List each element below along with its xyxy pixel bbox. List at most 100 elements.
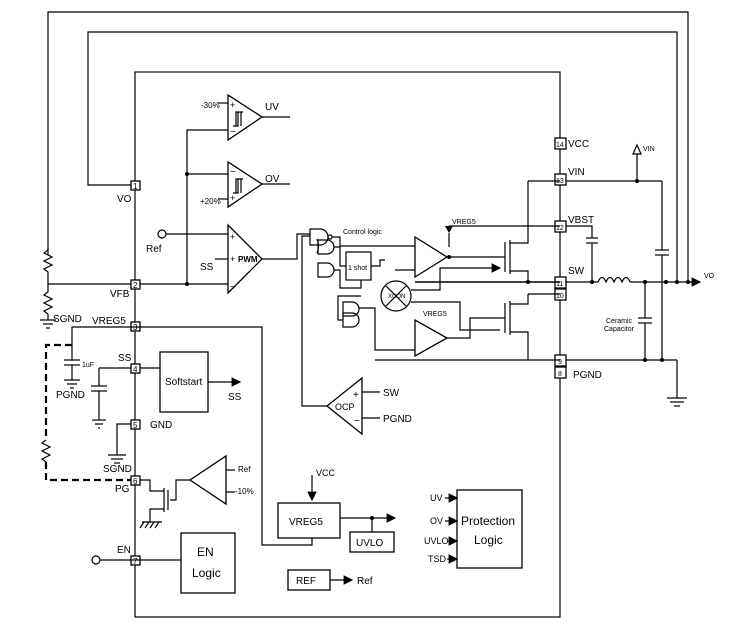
- ov-label: OV: [265, 174, 280, 185]
- softstart-out-label: SS: [228, 392, 242, 403]
- pin-14: 14: [554, 137, 567, 150]
- svg-text:12: 12: [556, 225, 564, 232]
- pin-label-gnd: GND: [150, 420, 172, 431]
- protection-line1: Protection: [461, 514, 515, 528]
- svg-text:10: 10: [556, 293, 564, 300]
- ceramic-label-2: Capacitor: [604, 326, 635, 333]
- control-logic-label: Control logic: [343, 229, 382, 236]
- pgnd-ground-right: [667, 397, 687, 407]
- svg-text:+: +: [230, 193, 235, 203]
- vreg5-tag-high: VREG5: [452, 219, 476, 226]
- protection-input-ov: OV: [430, 516, 443, 526]
- pg-pullup-wire: [44, 343, 72, 440]
- pin-2: 2: [130, 279, 141, 290]
- vreg5-capacitor: [64, 359, 80, 366]
- ref-out-label: Ref: [357, 576, 373, 587]
- low-side-driver: [414, 318, 449, 358]
- svg-text:9: 9: [558, 359, 562, 366]
- pin-label-vcc: VCC: [568, 139, 589, 150]
- pin-label-vo: VO: [117, 194, 132, 205]
- sgnd-ground-1: [40, 319, 56, 329]
- cap-1uf-label: 1uF: [82, 362, 94, 369]
- svg-text:11: 11: [556, 281, 563, 288]
- pin-label-vreg5: VREG5: [92, 316, 126, 327]
- ocp-pgnd-label: PGND: [383, 414, 412, 425]
- vreg5-tag-low: VREG5: [423, 311, 447, 318]
- pg-open-drain: [139, 479, 169, 529]
- ocp-sw-label: SW: [383, 388, 400, 399]
- ocp-label: OCP: [335, 402, 355, 412]
- uvlo-label: UVLO: [356, 538, 383, 549]
- ss-cap-ground: [92, 419, 106, 429]
- pin-label-vfb: VFB: [110, 289, 130, 300]
- ss-capacitor: [91, 385, 107, 392]
- svg-text:8: 8: [558, 371, 562, 378]
- sgnd-label-1: SGND: [53, 314, 82, 325]
- vreg5-vcc-label: VCC: [316, 468, 336, 478]
- vo-sense-wire-inner: [87, 31, 678, 283]
- pin-label-ss: SS: [118, 353, 132, 364]
- pg-pullup-resistor: [40, 439, 52, 463]
- vreg5-block: [277, 502, 341, 539]
- low-side-mosfet: [500, 294, 529, 360]
- pin-label-vin: VIN: [568, 167, 585, 178]
- pg-offset-label: -10%: [235, 487, 254, 496]
- input-capacitor: [655, 249, 669, 256]
- pin-1: 1: [130, 180, 141, 191]
- ocp-comparator: [325, 376, 363, 436]
- pwm-ref-label: Ref: [146, 244, 162, 255]
- protection-logic-block: [456, 489, 523, 569]
- pg-comparator: [188, 454, 227, 506]
- svg-text:5: 5: [133, 421, 138, 430]
- ceramic-label-1: Ceramic: [606, 318, 633, 325]
- vin-ext-label: VIN: [643, 146, 655, 153]
- high-side-driver: [414, 235, 449, 279]
- xcon-block: [380, 280, 412, 312]
- pin-4: 4: [130, 363, 141, 374]
- svg-text:7: 7: [133, 557, 138, 566]
- en-input-node: [91, 555, 101, 565]
- vin-terminal: [632, 143, 642, 181]
- svg-text:2: 2: [133, 281, 138, 290]
- pgnd-left-label: PGND: [56, 390, 85, 401]
- bootstrap-capacitor: [586, 237, 598, 244]
- pin-label-pg: PG: [115, 484, 130, 495]
- svg-text:6: 6: [133, 477, 138, 486]
- svg-text:4: 4: [133, 365, 138, 374]
- svg-text:14: 14: [556, 142, 564, 149]
- pin-6: 6: [130, 475, 141, 486]
- control-logic-gates: 1 shot: [309, 228, 415, 351]
- resistor-top: [42, 248, 54, 274]
- ref-label: REF: [296, 576, 316, 587]
- pin-7: 7: [130, 555, 141, 566]
- en-logic-block: [180, 532, 236, 594]
- pin-label-pgnd: PGND: [573, 370, 602, 381]
- high-side-mosfet: [500, 181, 529, 282]
- output-capacitor: [638, 317, 652, 324]
- sgnd-label-2: SGND: [103, 464, 132, 475]
- pin-13: 13: [554, 173, 567, 186]
- svg-text:1 shot: 1 shot: [348, 265, 367, 272]
- uv-label: UV: [265, 102, 279, 113]
- pin-label-sw: SW: [568, 266, 585, 277]
- svg-text:−: −: [230, 282, 236, 293]
- svg-text:−: −: [230, 167, 236, 178]
- svg-text:+: +: [353, 390, 359, 401]
- protection-input-uv: UV: [430, 493, 443, 503]
- svg-text:+: +: [230, 254, 235, 264]
- svg-text:+: +: [230, 232, 235, 242]
- pg-ref-label: Ref: [238, 465, 251, 474]
- en-logic-line2: Logic: [192, 566, 221, 580]
- uv-comparator: [227, 93, 264, 142]
- inductor: [597, 276, 631, 284]
- resistor-bottom: [42, 284, 54, 320]
- pwm-label: PWM: [238, 255, 258, 264]
- ov-comparator: [227, 160, 264, 209]
- pwm-ss-label: SS: [200, 262, 214, 273]
- vo-ext-label: VO: [704, 273, 715, 280]
- ov-offset: +20%: [200, 197, 221, 206]
- uvlo-block: [349, 531, 395, 553]
- xcon-label: XCON: [388, 294, 405, 300]
- ref-node: [157, 229, 167, 239]
